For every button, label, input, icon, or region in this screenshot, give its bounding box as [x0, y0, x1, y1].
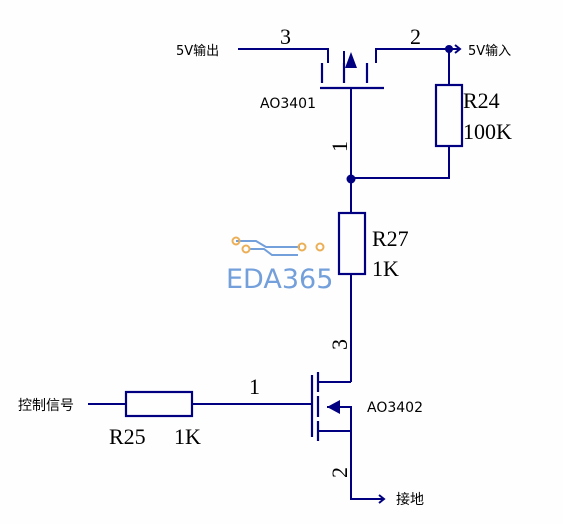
pin-top-3: 3 [280, 24, 291, 49]
label-5v-in: 5V输入 [468, 43, 511, 59]
label-ground: 接地 [396, 491, 424, 508]
ref-r24: R24 [463, 88, 500, 113]
pin-bot-2: 2 [327, 467, 352, 478]
ref-r25: R25 [109, 424, 146, 449]
wire-5v-in [375, 48, 449, 63]
part-ao3402: AO3402 [367, 400, 423, 416]
mosfet-ao3401 [238, 48, 449, 178]
watermark-logo: EDA365 [226, 236, 333, 295]
mosfet-ao3402 [310, 372, 370, 500]
watermark-traces [236, 240, 300, 248]
pin-top-2: 2 [410, 24, 421, 49]
val-r27: 1K [372, 256, 399, 281]
net-arrow-gnd [370, 494, 386, 504]
pin-bot-1: 1 [249, 374, 260, 399]
val-r25: 1K [174, 424, 201, 449]
body-arrow-bot [327, 400, 340, 414]
body-arrow [345, 52, 357, 68]
pin-bot-3: 3 [327, 339, 352, 350]
val-r24: 100K [463, 119, 512, 144]
resistor-r25 [88, 390, 312, 418]
watermark-text: EDA365 [226, 264, 333, 295]
part-ao3401: AO3401 [260, 96, 316, 112]
net-arrow-5v-in [449, 44, 462, 54]
ref-r27: R27 [372, 226, 409, 251]
resistor-r24 [351, 49, 464, 179]
pin-top-1: 1 [327, 141, 352, 152]
label-control: 控制信号 [18, 398, 74, 414]
wire-5v-out [238, 48, 329, 63]
label-5v-out: 5V输出 [176, 43, 219, 59]
source-lead [318, 430, 370, 500]
resistor-r27 [337, 179, 367, 382]
